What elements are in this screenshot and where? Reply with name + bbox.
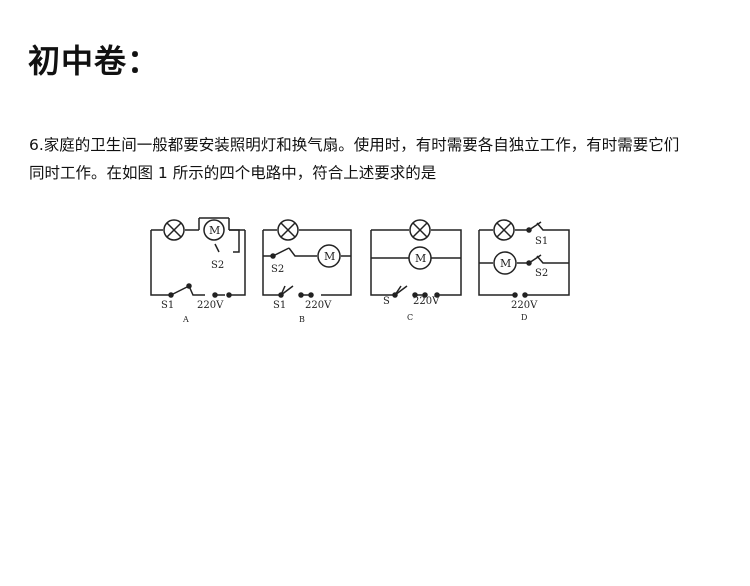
option-label-b: B	[299, 315, 305, 324]
switch-label-d-s2: S2	[535, 268, 548, 279]
lamp-icon	[409, 219, 431, 241]
supply-label-b: 220V	[305, 300, 332, 311]
circuit-figure: M S2 S1 220V A M S2 S1 220V B	[145, 208, 585, 326]
switch-label-a-s1: S1	[161, 300, 174, 311]
motor-icon	[317, 244, 341, 268]
lamp-icon	[493, 219, 515, 241]
switch-label-b-s2: S2	[271, 264, 284, 275]
switch-label-b-s1: S1	[273, 300, 286, 311]
supply-label-d: 220V	[511, 300, 538, 311]
option-label-c: C	[407, 313, 413, 322]
lamp-icon	[277, 219, 299, 241]
circuit-b: M S2 S1 220V B	[262, 219, 352, 324]
switch-label-a-s2: S2	[211, 260, 224, 271]
circuit-d: M S1 S2 220V D	[478, 219, 570, 322]
motor-label-d: M	[500, 257, 511, 270]
question-6: 6.家庭的卫生间一般都要安装照明灯和换气扇。使用时，有时需要各自独立工作，有时需…	[29, 131, 734, 187]
motor-label-b: M	[324, 250, 335, 263]
switch-label-c-s: S	[383, 296, 390, 307]
motor-icon	[493, 251, 517, 275]
option-label-a: A	[182, 315, 189, 324]
motor-label-a: M	[209, 224, 220, 237]
question-line-1: 6.家庭的卫生间一般都要安装照明灯和换气扇。使用时，有时需要各自独立工作，有时需…	[29, 136, 680, 154]
switch-label-d-s1: S1	[535, 236, 548, 247]
supply-label-a: 220V	[197, 300, 224, 311]
lamp-icon	[163, 219, 185, 241]
question-line-2: 同时工作。在如图 1 所示的四个电路中，符合上述要求的是	[29, 164, 437, 182]
option-label-d: D	[521, 313, 527, 322]
circuit-c: M S 220V C	[370, 219, 462, 322]
circuit-a: M S2 S1 220V A	[150, 217, 246, 324]
motor-icon	[408, 246, 432, 270]
motor-icon	[203, 219, 225, 241]
motor-label-c: M	[415, 252, 426, 265]
section-heading: 初中卷：	[28, 42, 161, 80]
supply-label-c: 220V	[413, 296, 440, 307]
